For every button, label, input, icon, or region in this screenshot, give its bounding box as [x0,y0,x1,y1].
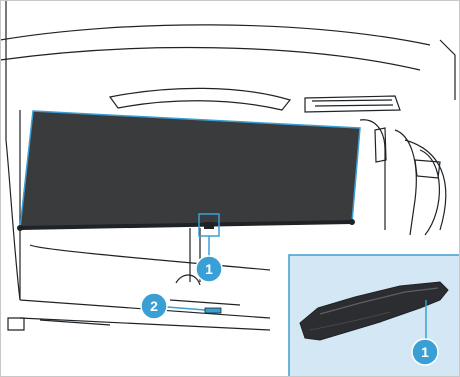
blind-fabric [20,111,360,228]
callout-2: 2 [141,293,167,319]
callout-1-main: 1 [196,256,222,282]
callout-1-inset-label: 1 [421,344,429,360]
callout-2-label: 2 [150,298,158,314]
inset-detail-panel: 1 [289,255,460,377]
retaining-clip-mark [205,308,221,313]
blind-handle [204,222,214,229]
blind-bar-end-right [349,219,355,225]
blind-bar-end-left [17,225,23,231]
callout-1-inset: 1 [412,339,438,365]
callout-1-main-label: 1 [205,261,213,277]
sun-blind [17,111,360,236]
